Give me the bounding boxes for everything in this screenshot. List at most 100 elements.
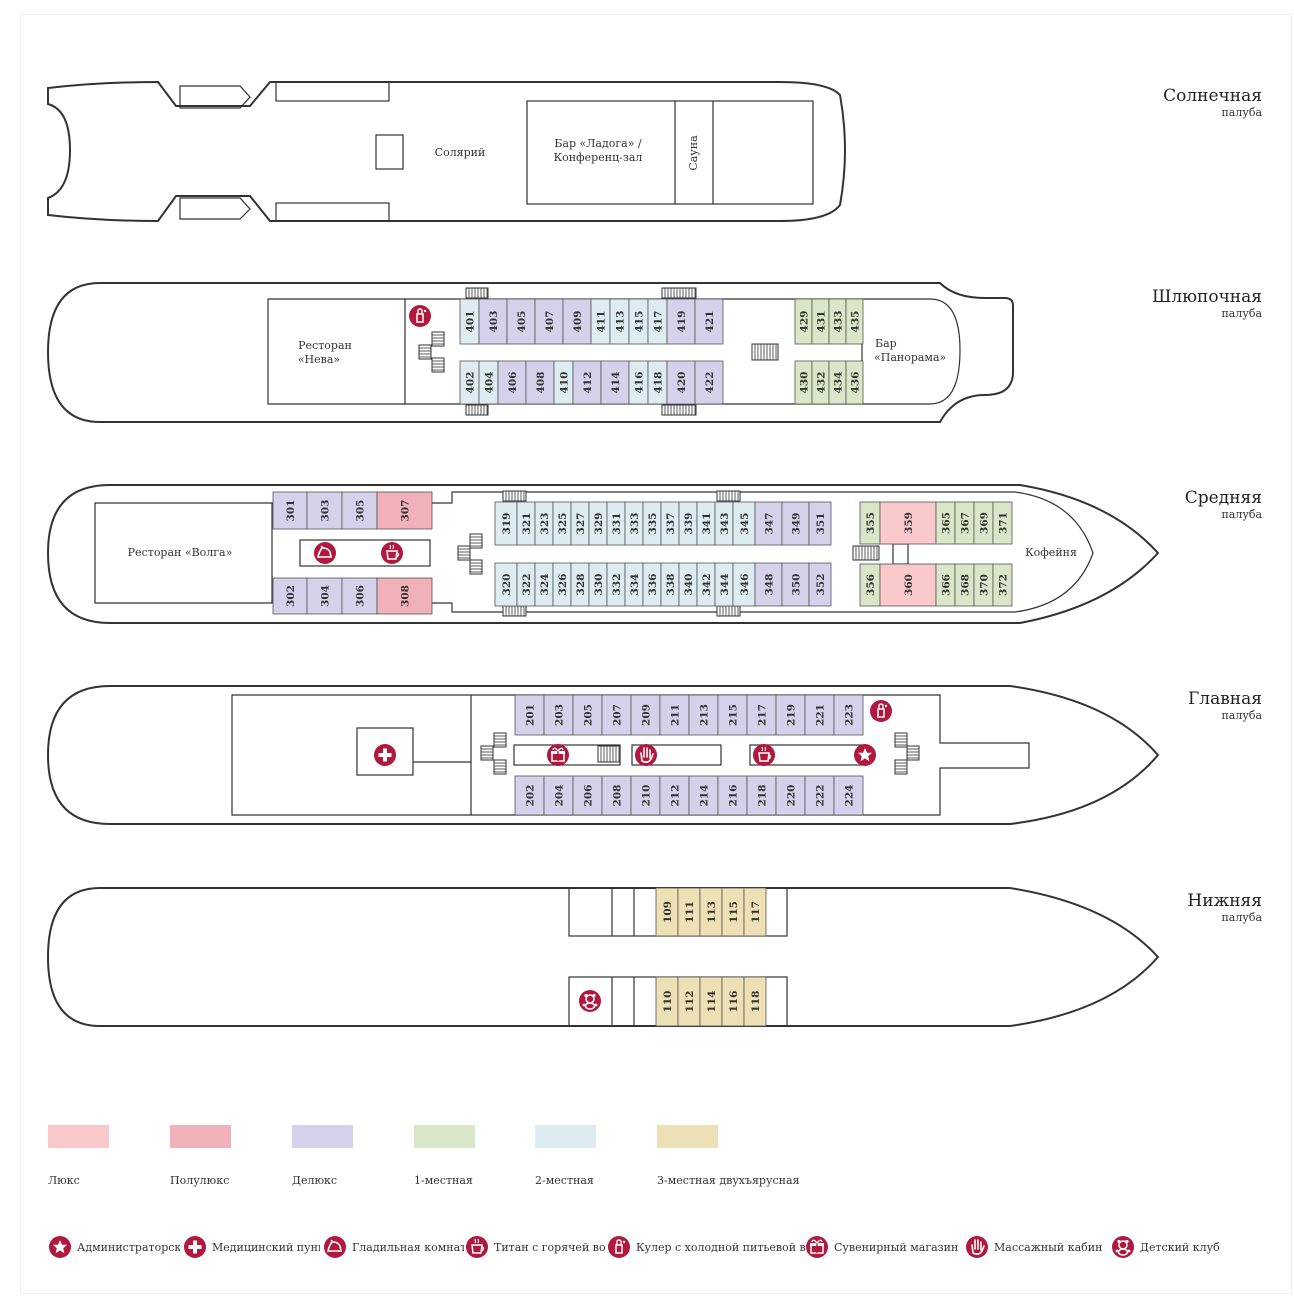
cabin-118[interactable]: 118	[743, 976, 767, 1027]
cabin-366[interactable]: 366	[935, 563, 956, 607]
cabin-402[interactable]: 402	[459, 360, 480, 405]
cabin-307[interactable]: 307	[376, 491, 433, 530]
cabin-117[interactable]: 117	[743, 887, 767, 937]
cabin-327[interactable]: 327	[570, 501, 590, 546]
cabin-112[interactable]: 112	[677, 976, 701, 1027]
cabin-347[interactable]: 347	[754, 501, 783, 546]
cabin-340[interactable]: 340	[678, 562, 698, 607]
cabin-420[interactable]: 420	[666, 360, 696, 405]
cabin-204[interactable]: 204	[543, 775, 574, 816]
cabin-403[interactable]: 403	[478, 298, 508, 345]
cabin-303[interactable]: 303	[306, 491, 343, 530]
cabin-406[interactable]: 406	[497, 360, 527, 405]
cabin-417[interactable]: 417	[647, 298, 668, 345]
cabin-337[interactable]: 337	[660, 501, 680, 546]
cabin-349[interactable]: 349	[781, 501, 810, 546]
cabin-214[interactable]: 214	[688, 775, 719, 816]
cabin-205[interactable]: 205	[572, 694, 603, 736]
cabin-326[interactable]: 326	[552, 562, 572, 607]
cabin-203[interactable]: 203	[543, 694, 574, 736]
cabin-401[interactable]: 401	[459, 298, 480, 345]
cabin-338[interactable]: 338	[660, 562, 680, 607]
cabin-436[interactable]: 436	[845, 360, 864, 405]
cabin-430[interactable]: 430	[794, 360, 813, 405]
cabin-343[interactable]: 343	[714, 501, 734, 546]
cabin-202[interactable]: 202	[514, 775, 545, 816]
cabin-365[interactable]: 365	[935, 501, 956, 545]
cabin-114[interactable]: 114	[699, 976, 723, 1027]
cabin-220[interactable]: 220	[775, 775, 806, 816]
cabin-433[interactable]: 433	[828, 298, 847, 345]
cabin-302[interactable]: 302	[272, 577, 308, 615]
cabin-410[interactable]: 410	[553, 360, 574, 405]
cabin-321[interactable]: 321	[516, 501, 536, 546]
cabin-405[interactable]: 405	[506, 298, 536, 345]
cabin-404[interactable]: 404	[478, 360, 499, 405]
cabin-342[interactable]: 342	[696, 562, 716, 607]
cabin-429[interactable]: 429	[794, 298, 813, 345]
cabin-332[interactable]: 332	[606, 562, 626, 607]
cabin-113[interactable]: 113	[699, 887, 723, 937]
cabin-216[interactable]: 216	[717, 775, 748, 816]
cabin-331[interactable]: 331	[606, 501, 626, 546]
cabin-301[interactable]: 301	[272, 491, 308, 530]
cabin-359[interactable]: 359	[879, 501, 937, 545]
cabin-206[interactable]: 206	[572, 775, 603, 816]
cabin-407[interactable]: 407	[534, 298, 564, 345]
cabin-369[interactable]: 369	[973, 501, 994, 545]
cabin-212[interactable]: 212	[659, 775, 690, 816]
cabin-368[interactable]: 368	[954, 563, 975, 607]
cabin-218[interactable]: 218	[746, 775, 777, 816]
cabin-223[interactable]: 223	[833, 694, 864, 736]
cabin-215[interactable]: 215	[717, 694, 748, 736]
cabin-350[interactable]: 350	[781, 562, 810, 607]
cabin-348[interactable]: 348	[754, 562, 783, 607]
cabin-324[interactable]: 324	[534, 562, 554, 607]
cabin-421[interactable]: 421	[694, 298, 724, 345]
cabin-319[interactable]: 319	[494, 501, 518, 546]
cabin-328[interactable]: 328	[570, 562, 590, 607]
cabin-320[interactable]: 320	[494, 562, 518, 607]
cabin-207[interactable]: 207	[601, 694, 632, 736]
cabin-419[interactable]: 419	[666, 298, 696, 345]
cabin-411[interactable]: 411	[590, 298, 611, 345]
cabin-371[interactable]: 371	[992, 501, 1013, 545]
cabin-408[interactable]: 408	[525, 360, 555, 405]
cabin-304[interactable]: 304	[306, 577, 343, 615]
cabin-109[interactable]: 109	[655, 887, 679, 937]
cabin-211[interactable]: 211	[659, 694, 690, 736]
cabin-413[interactable]: 413	[609, 298, 630, 345]
cabin-210[interactable]: 210	[630, 775, 661, 816]
cabin-356[interactable]: 356	[859, 563, 881, 607]
cabin-222[interactable]: 222	[804, 775, 835, 816]
cabin-333[interactable]: 333	[624, 501, 644, 546]
cabin-330[interactable]: 330	[588, 562, 608, 607]
cabin-339[interactable]: 339	[678, 501, 698, 546]
cabin-370[interactable]: 370	[973, 563, 994, 607]
cabin-422[interactable]: 422	[694, 360, 724, 405]
cabin-432[interactable]: 432	[811, 360, 830, 405]
cabin-351[interactable]: 351	[808, 501, 832, 546]
cabin-209[interactable]: 209	[630, 694, 661, 736]
cabin-305[interactable]: 305	[341, 491, 378, 530]
cabin-409[interactable]: 409	[562, 298, 592, 345]
cabin-325[interactable]: 325	[552, 501, 572, 546]
cabin-219[interactable]: 219	[775, 694, 806, 736]
cabin-416[interactable]: 416	[628, 360, 649, 405]
cabin-415[interactable]: 415	[628, 298, 649, 345]
cabin-322[interactable]: 322	[516, 562, 536, 607]
cabin-306[interactable]: 306	[341, 577, 378, 615]
cabin-345[interactable]: 345	[732, 501, 756, 546]
cabin-434[interactable]: 434	[828, 360, 847, 405]
cabin-341[interactable]: 341	[696, 501, 716, 546]
cabin-372[interactable]: 372	[992, 563, 1013, 607]
cabin-414[interactable]: 414	[600, 360, 630, 405]
cabin-221[interactable]: 221	[804, 694, 835, 736]
cabin-355[interactable]: 355	[859, 501, 881, 545]
cabin-110[interactable]: 110	[655, 976, 679, 1027]
cabin-111[interactable]: 111	[677, 887, 701, 937]
cabin-335[interactable]: 335	[642, 501, 662, 546]
cabin-308[interactable]: 308	[376, 577, 433, 615]
cabin-418[interactable]: 418	[647, 360, 668, 405]
cabin-213[interactable]: 213	[688, 694, 719, 736]
